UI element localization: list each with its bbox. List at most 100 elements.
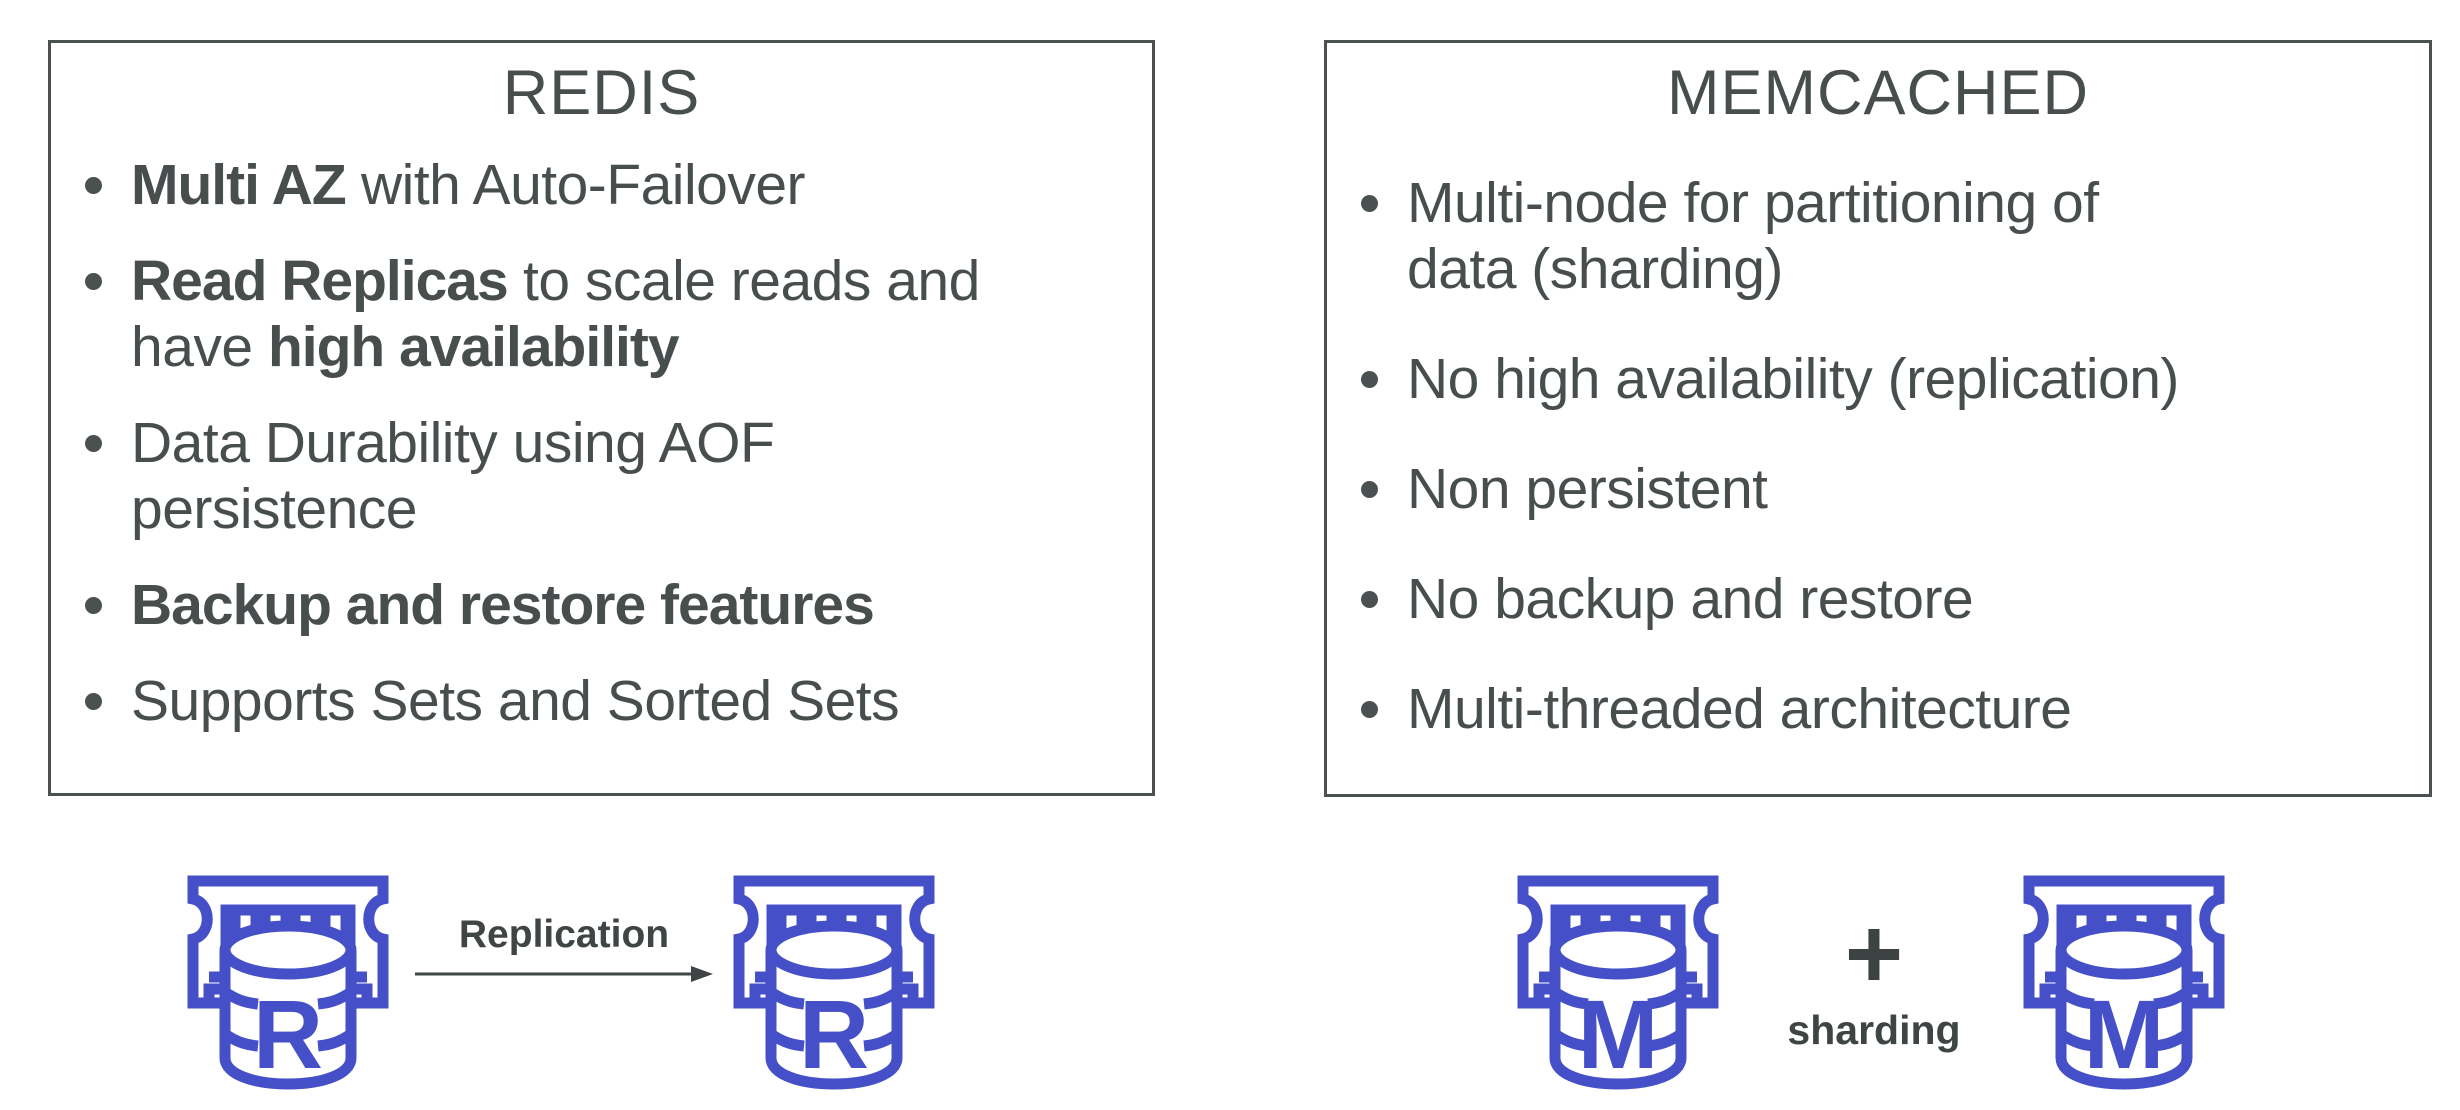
cylinder-band	[2057, 987, 2095, 1010]
bullet-text-segment: Data Durability using AOF	[131, 411, 775, 475]
elasticache-redis-primary-icon: R	[187, 875, 389, 1090]
database-cylinder	[1549, 950, 1687, 1090]
bullet-text-segment: persistence	[131, 477, 418, 541]
sharding-group: + sharding	[1744, 898, 2004, 1054]
chip-step	[749, 983, 779, 1003]
cylinder-band	[221, 987, 259, 1010]
bullet-text-segment: Read Replicas	[131, 249, 509, 313]
replication-arrow-icon	[415, 966, 713, 982]
chip-step	[2039, 983, 2069, 1003]
cylinder-band	[863, 987, 901, 1010]
bullet-text-segment: No backup and restore	[1407, 567, 1974, 631]
bullet-item: Non persistent	[1359, 456, 2415, 522]
bullet-text-segment: Supports Sets and Sorted Sets	[131, 669, 900, 733]
sharding-label: sharding	[1787, 1007, 1961, 1053]
memcached-panel-title: MEMCACHED	[1666, 58, 2089, 128]
cylinder-band	[767, 1029, 805, 1052]
chip-pin	[1649, 904, 1682, 960]
bullet-text-segment: have	[131, 315, 268, 379]
cylinder-top	[1549, 920, 1687, 980]
chip-pins-frame	[209, 904, 367, 983]
bullet-item: Supports Sets and Sorted Sets	[83, 668, 1138, 734]
chip-pin	[1619, 904, 1652, 960]
database-cylinder	[219, 950, 357, 1090]
bullet-item: No high availability (replication)	[1359, 346, 2415, 412]
elasticache-memcached-icon-1: M	[1517, 875, 1719, 1090]
chip-step	[1533, 983, 1563, 1003]
memory-chip-outline	[733, 875, 935, 1009]
redis-panel-title: REDIS	[502, 58, 701, 128]
elasticache-memcached-icon-2: M	[2023, 875, 2225, 1090]
database-cylinder	[2055, 950, 2193, 1090]
cylinder-band	[863, 1029, 901, 1052]
bullet-item: Multi-threaded architecture	[1359, 676, 2415, 742]
bullet-text-segment: with Auto-Failover	[345, 153, 806, 217]
chip-pin	[259, 904, 292, 960]
cylinder-band	[317, 1029, 355, 1052]
cylinder-band	[2057, 1029, 2095, 1052]
cylinder-band	[2153, 987, 2191, 1010]
chip-pin	[865, 904, 898, 960]
cylinder-band	[1647, 1029, 1685, 1052]
cylinder-band	[317, 987, 355, 1010]
cylinder-letter: M	[2084, 980, 2165, 1089]
bullet-item: Backup and restore features	[83, 572, 1138, 638]
cylinder-letter: R	[799, 980, 869, 1089]
bullet-text-segment: Backup and restore features	[131, 573, 875, 637]
chip-pin	[2125, 904, 2158, 960]
bullet-text-segment: Multi-node for partitioning of	[1407, 171, 2099, 235]
cylinder-top	[765, 920, 903, 980]
chip-pin	[319, 904, 352, 960]
cylinder-band	[1647, 987, 1685, 1010]
replication-group: Replication	[413, 912, 715, 991]
chip-pin	[289, 904, 322, 960]
replication-label: Replication	[458, 913, 670, 956]
cylinder-top	[219, 920, 357, 980]
elasticache-redis-replica-icon: R	[733, 875, 935, 1090]
chip-pins-frame	[1539, 904, 1697, 983]
chip-pin	[1559, 904, 1592, 960]
bullet-text-segment: Multi AZ	[131, 153, 347, 217]
plus-sign: +	[1844, 898, 1904, 1010]
chip-pins-frame	[755, 904, 913, 983]
cylinder-band	[221, 1029, 259, 1052]
memory-chip-outline	[187, 875, 389, 1009]
chip-pin	[2095, 904, 2128, 960]
bullet-item: No backup and restore	[1359, 566, 2415, 632]
memory-chip-outline	[1517, 875, 1719, 1009]
chip-pin	[229, 904, 262, 960]
bullet-text-segment: No high availability (replication)	[1407, 347, 2179, 411]
memory-chip-outline	[2023, 875, 2225, 1009]
cylinder-band	[767, 987, 805, 1010]
chip-step	[203, 983, 233, 1003]
chip-pin	[2065, 904, 2098, 960]
bullet-text-segment: high availability	[267, 315, 680, 379]
chip-step	[889, 983, 919, 1003]
bullet-text-segment: Multi-threaded architecture	[1407, 677, 2072, 741]
bullet-text-segment: data (sharding)	[1407, 237, 1783, 301]
bullet-item: Read Replicas to scale reads and have hig…	[83, 248, 1138, 380]
chip-pin	[2155, 904, 2188, 960]
cylinder-band	[1551, 987, 1589, 1010]
chip-pin	[775, 904, 808, 960]
chip-pin	[1589, 904, 1622, 960]
bullet-text-segment: Non persistent	[1407, 457, 1768, 521]
bullet-item: Multi AZ with Auto-Failover	[83, 152, 1138, 218]
memcached-panel: MEMCACHED Multi-node for partitioning of…	[1324, 40, 2432, 797]
bullet-text-segment: to scale reads and	[507, 249, 980, 313]
chip-pin	[805, 904, 838, 960]
chip-step	[2179, 983, 2209, 1003]
cylinder-top	[2055, 920, 2193, 980]
database-cylinder	[765, 950, 903, 1090]
cylinder-letter: R	[253, 980, 323, 1089]
cylinder-band	[2153, 1029, 2191, 1052]
chip-step	[343, 983, 373, 1003]
chip-pin	[835, 904, 868, 960]
chip-pins-frame	[2045, 904, 2203, 983]
